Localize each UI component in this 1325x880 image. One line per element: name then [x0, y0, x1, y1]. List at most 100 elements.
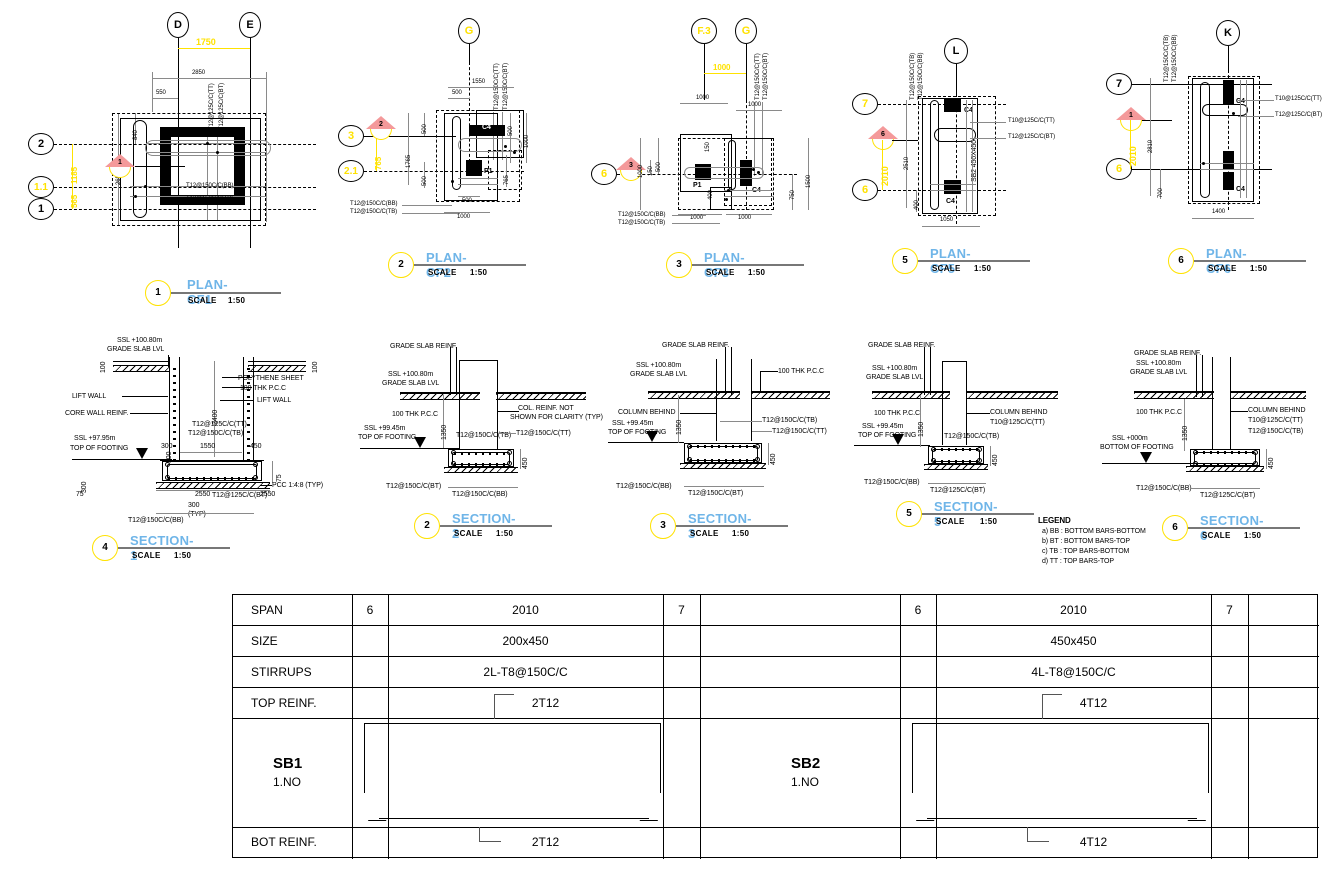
pcc-slab-left: [872, 392, 950, 399]
grid-bubble-label: F.3: [697, 25, 711, 37]
grid-bubble-label: K: [1224, 27, 1232, 39]
level-arrow: [646, 431, 658, 442]
note-core-wall-reinf: CORE WALL REINF.: [65, 410, 129, 417]
sb2-name: SB2: [791, 755, 821, 772]
grid-bubble-label: G: [464, 25, 474, 37]
leader: [672, 223, 720, 224]
grid-bubble-G[interactable]: G: [735, 18, 757, 44]
dim-line-150a: [650, 160, 651, 174]
grid-bubble-1[interactable]: 1: [28, 198, 54, 220]
section-5[interactable]: GRADE SLAB REINF. SSL +100.80m GRADE SLA…: [840, 335, 1090, 565]
grid-bubble-6[interactable]: 6: [591, 163, 617, 185]
label-c4: C4: [482, 124, 491, 131]
legend-item-bb: a) BB : BOTTOM BARS-BOTTOM: [1042, 528, 1146, 535]
section-flag-number: 3: [629, 162, 633, 169]
plan-cf5[interactable]: L 7 6 6 2010 2510 400 C4 C4 SB2 450X450 …: [852, 0, 1130, 300]
plan-title: PLAN-CF3: [704, 250, 745, 280]
section-flag-triangle: [868, 126, 898, 139]
note-t12-150-bb: T12@125C/C(BT): [930, 487, 986, 494]
dim-1500: 1500: [806, 175, 812, 188]
grid-bubble-label: 1: [37, 203, 45, 215]
slab-top-right: [496, 392, 586, 393]
plan-cf3[interactable]: F.3 G 1000 T12@150C/C(TT) T12@150C/C(BT)…: [591, 0, 890, 300]
note-t10-125-tt: T10@125C/C(TT): [1008, 118, 1055, 124]
note-column-behind: COLUMN BEHIND: [618, 409, 676, 416]
note-t12-150-bb: T12@150C/C(BB): [452, 491, 508, 498]
dim-typ-label: (TYP): [188, 511, 206, 518]
pcc-blinding: [924, 464, 988, 470]
grid-bubble-6[interactable]: 6: [852, 179, 878, 201]
dim-ext: [152, 72, 153, 112]
footing-body: [448, 449, 514, 467]
grid-bubble-F3[interactable]: F.3: [691, 18, 717, 44]
grid-bubble-2-1[interactable]: 2.1: [338, 160, 364, 182]
note-t12-150-bb: T12@125C/C(BT): [1200, 492, 1256, 499]
dim-1000-a: 1000: [524, 135, 530, 148]
grid-bubble-E[interactable]: E: [239, 12, 261, 38]
bottom-bars: [1196, 463, 1254, 466]
dim-75-left: 75: [76, 491, 84, 498]
grid-bubble-3[interactable]: 3: [338, 125, 364, 147]
section-title: SECTION-5: [934, 499, 998, 529]
dim-line-450: [1266, 449, 1267, 469]
leader: [402, 213, 460, 214]
note-t12-150-tb: T12@150C/C(TB): [762, 417, 818, 424]
note-t12-150-bb: T12@150C/C(BB): [1172, 34, 1178, 82]
leader: [760, 371, 778, 372]
leader: [1230, 411, 1248, 412]
note-t10-125-tt: T10@125C/C(TT): [990, 419, 1045, 426]
grid-line-G-dash: [469, 62, 470, 162]
sb1-name: SB1: [273, 755, 303, 772]
dim-line-765b: [506, 155, 507, 187]
grid-bubble-1-1[interactable]: 1.1: [28, 176, 54, 198]
note-t12-150-tb: T12@150C/C(TB): [910, 52, 916, 100]
column-c4-top: [944, 98, 961, 112]
grid-bubble-6[interactable]: 6: [1106, 158, 1132, 180]
dim-line-1550: [448, 87, 514, 88]
section-6[interactable]: GRADE SLAB REINF. SSL +100.80m GRADE SLA…: [1090, 335, 1325, 565]
grid-bubble-label: 6: [1115, 163, 1123, 175]
dim-line-700: [1160, 169, 1161, 199]
grid-line-1: [54, 209, 316, 210]
sb1-beam-elevation: [357, 718, 669, 827]
scale-label: SCALE: [706, 268, 735, 277]
level-line: [1102, 463, 1198, 464]
tag-number: 6: [1172, 522, 1178, 533]
leader: [1196, 355, 1197, 397]
grid-bubble-L[interactable]: L: [944, 38, 968, 64]
dim-700: 700: [1158, 188, 1164, 198]
sb1-span: 2010: [512, 603, 539, 617]
note-t12-150-tb: T12@150C/C(TB): [186, 196, 234, 202]
plan-cf2[interactable]: G T12@150C/C(TT) T12@150C/C(BT) 1550 500…: [330, 0, 610, 300]
leader: [497, 411, 519, 412]
grid-bubble-G[interactable]: G: [458, 18, 480, 44]
column-c4: [740, 160, 752, 186]
scale-label: SCALE: [936, 517, 965, 526]
section-2[interactable]: GRADE SLAB REINF. SSL +100.80m GRADE SLA…: [358, 335, 620, 565]
dim-line-1400: [1192, 218, 1254, 219]
dim-line-2400: [214, 361, 215, 457]
note-ssl-100-80: SSL +100.80m: [1136, 360, 1182, 367]
rebar-line: [972, 100, 973, 212]
section-1[interactable]: SSL +100.80m GRADE SLAB LVL 100 100 POLY…: [60, 325, 360, 575]
grid-bubble-7[interactable]: 7: [1106, 73, 1132, 95]
scale-label: SCALE: [1202, 531, 1231, 540]
note-100-thk-pcc: 100 THK P.C.C: [240, 385, 286, 392]
tag-number: 4: [102, 542, 108, 553]
dim-500-a: 500: [422, 124, 428, 134]
grid-bubble-D[interactable]: D: [167, 12, 189, 38]
leader: [1238, 100, 1274, 101]
section-3[interactable]: GRADE SLAB REINF. SSL +100.80m GRADE SLA…: [600, 335, 850, 565]
plan-cf6[interactable]: K 7 6 1 2010 2810 700 C4 C4 T12@150C/C(T…: [1100, 0, 1325, 300]
beam-schedule-table[interactable]: SPAN SIZE STIRRUPS TOP REINF. BOT REINF.…: [232, 594, 1319, 859]
dim-line-1350: [443, 395, 444, 448]
grid-bubble-2[interactable]: 2: [28, 133, 54, 155]
tag-number: 2: [424, 520, 430, 531]
note-t12-150-tb: T12@150C/C(TB): [350, 209, 398, 215]
grid-bubble-7[interactable]: 7: [852, 93, 878, 115]
leader: [1238, 116, 1274, 117]
grid-bubble-K[interactable]: K: [1216, 20, 1240, 46]
dim-450: 75: [276, 474, 283, 482]
dim-line-bb: [928, 483, 986, 484]
plan-cf1[interactable]: D E 1750 2850 550 T12@125C/C(TT) T12@125…: [0, 0, 330, 320]
